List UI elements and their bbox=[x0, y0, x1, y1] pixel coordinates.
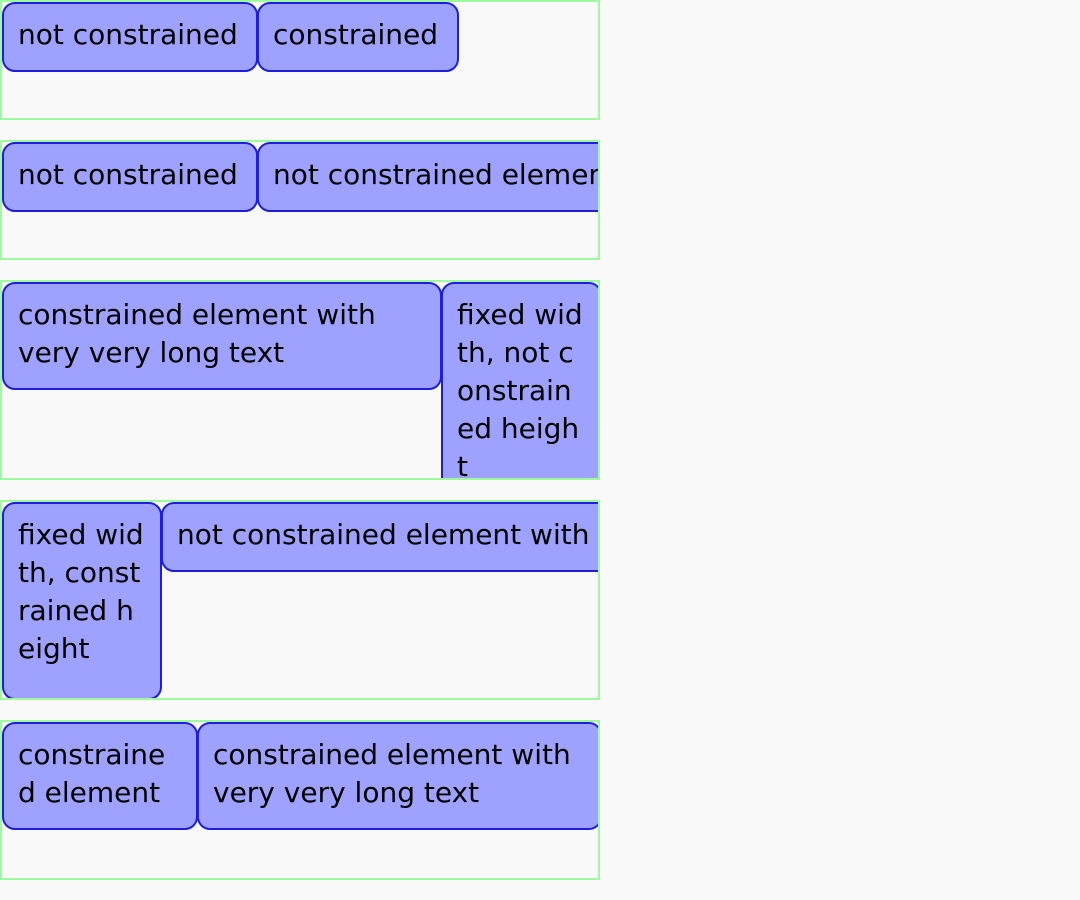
item-label: constrained element bbox=[18, 738, 166, 809]
row-1-item-not-constrained: not constrained bbox=[2, 2, 258, 72]
row-1-item-constrained: constrained bbox=[257, 2, 459, 72]
row-4-item-not-constrained-long: not constrained element with very very l… bbox=[161, 502, 598, 572]
item-label: not constrained bbox=[18, 18, 238, 51]
row-5-item-constrained-long: constrained element with very very long … bbox=[197, 722, 598, 830]
item-label: not constrained element with very very l… bbox=[177, 518, 598, 551]
row-5-item-constrained: constrained element bbox=[2, 722, 198, 830]
item-label: constrained element with very very long … bbox=[18, 298, 376, 369]
row-3-item-constrained-long: constrained element with very very long … bbox=[2, 282, 442, 390]
row-2-item-not-constrained-long: not constrained element with very very l… bbox=[257, 142, 598, 212]
item-label: fixed width, not constrained height bbox=[457, 298, 583, 480]
row-4-item-fixed-width-constrained: fixed width, constrained height bbox=[2, 502, 162, 698]
item-label: constrained bbox=[273, 18, 439, 51]
layout-row-5: constrained element constrained element … bbox=[0, 720, 600, 880]
row-2-item-not-constrained: not constrained bbox=[2, 142, 258, 212]
item-label: fixed width, constrained height bbox=[18, 518, 144, 665]
item-label: constrained element with very very long … bbox=[213, 738, 571, 809]
layout-row-3: constrained element with very very long … bbox=[0, 280, 600, 480]
item-label: not constrained bbox=[18, 158, 238, 191]
layout-row-4: fixed width, constrained height not cons… bbox=[0, 500, 600, 700]
row-3-item-fixed-width: fixed width, not constrained height bbox=[441, 282, 598, 480]
layout-row-2: not constrained not constrained element … bbox=[0, 140, 600, 260]
layout-row-1: not constrained constrained bbox=[0, 0, 600, 120]
item-label: not constrained element with very very l… bbox=[273, 158, 598, 191]
